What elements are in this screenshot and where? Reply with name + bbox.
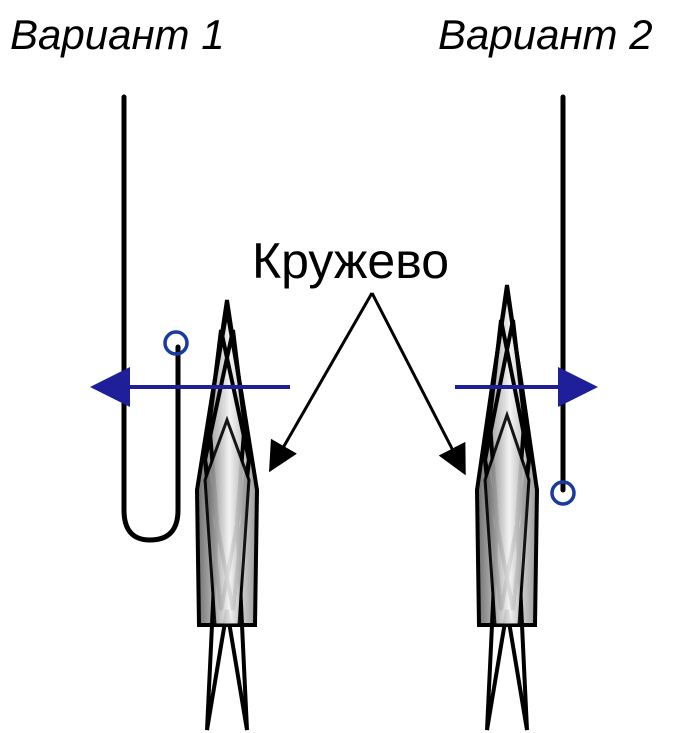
variant-1-thread	[121, 94, 181, 543]
lace-pointer-arrow-right	[370, 292, 466, 476]
variant-2-loop-circle	[550, 480, 576, 506]
variant-1-title: Вариант 1	[10, 11, 225, 58]
lace-piece-1	[194, 299, 260, 731]
variant-1-loop-circle	[163, 330, 189, 356]
lace-piece-2	[474, 284, 540, 731]
lace-pointer-arrow-left	[269, 292, 374, 473]
lace-label: Кружево	[252, 233, 449, 289]
variant-2-title: Вариант 2	[438, 11, 653, 58]
